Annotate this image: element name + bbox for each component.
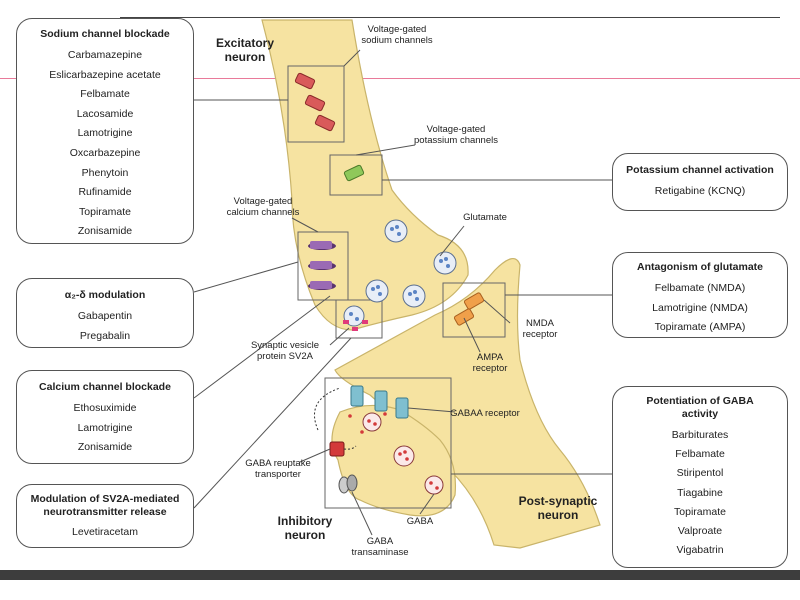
glutamate-label: Glutamate [463,212,507,223]
top-divider [120,17,780,18]
potassium-channel-icon [343,164,365,182]
gaba-box-title: Potentiation of GABA activity [646,395,754,420]
drug-item: Lamotrigine [77,127,133,140]
glutamate-box-outline [442,282,506,338]
drug-item: Gabapentin [77,310,133,322]
glutamate-box-title: Antagonism of glutamate [636,261,763,273]
calcium-channel-box: Calcium channel blockade Ethosuximide La… [16,370,194,464]
drug-item: Levetiracetam [72,526,138,538]
drug-item: Pregabalin [79,329,131,342]
vg-calcium-label: Voltage-gated calcium channels [226,196,300,218]
drug-item: Felbamate [675,448,725,461]
pink-accent-line [0,78,800,79]
drug-item: Lamotrigine (NMDA) [652,301,748,314]
sv2a-label: Synaptic vesicle protein SV2A [250,340,320,362]
transaminase-label: GABA transaminase [351,536,409,558]
drug-item: Topiramate (AMPA) [654,321,746,334]
drug-item: Lacosamide [76,107,134,120]
drug-item: Ethosuximide [73,402,137,414]
sodium-box-title: Sodium channel blockade [40,28,170,40]
gaba-potentiation-box: Potentiation of GABA activity Barbiturat… [612,386,788,568]
potassium-box-title: Potassium channel activation [626,164,774,176]
drug-item: Eslicarbazepine acetate [49,68,161,81]
glutamate-antagonism-box: Antagonism of glutamate Felbamate (NMDA)… [612,252,788,338]
gaba-flow-arrow [314,387,341,431]
gaba-a-label: GABAA receptor [450,408,520,419]
gaba-a-receptors-icon [350,385,409,419]
sv2a-box-title: Modulation of SV2A-mediated neurotransmi… [30,493,180,518]
bottom-bar [0,570,800,580]
postsynaptic-neuron-body [334,258,601,549]
drug-item: Zonisamide [77,441,133,454]
glutamate-vesicles [343,219,457,327]
transporter-arrow [343,445,357,450]
drug-item: Stiripentol [676,467,724,480]
calcium-box-outline [297,231,349,301]
gaba-transporter-icon [329,441,345,457]
drug-item: Vigabatrin [676,544,724,557]
drug-item: Felbamate (NMDA) [654,282,746,294]
potassium-activation-box: Potassium channel activation Retigabine … [612,153,788,211]
drug-item: Carbamazepine [67,49,143,61]
drug-item: Valproate [677,525,723,538]
vg-sodium-label: Voltage-gated sodium channels [361,24,433,46]
inhibitory-neuron-label: Inhibitory neuron [277,514,333,542]
gaba-box-outline [324,377,452,509]
gaba-transaminase-icon [338,474,358,494]
reuptake-label: GABA reuptake transporter [245,458,311,480]
drug-item: Topiramate [674,505,726,518]
glutamate-receptors-icon [453,292,485,326]
sv2a-box-outline [335,299,383,339]
drug-item: Felbamate [80,88,130,101]
sodium-channel-box: Sodium channel blockade Carbamazepine Es… [16,18,194,244]
sodium-channels-icon [294,72,336,132]
drug-item: Oxcarbazepine [69,146,141,159]
drug-item: Barbiturates [671,429,729,441]
sodium-box-outline [287,65,345,143]
sv2a-modulation-box: Modulation of SV2A-mediated neurotransmi… [16,484,194,548]
drug-item: Phenytoin [81,166,129,179]
sv2a-protein-icon [343,320,368,331]
calcium-box-title: Calcium channel blockade [39,381,171,393]
a2d-box-title: α₂-δ modulation [64,289,146,301]
drug-item: Rufinamide [78,186,132,199]
drug-item: Retigabine (KCNQ) [654,185,746,197]
calcium-channels-icon [308,241,336,290]
excitatory-neuron-label: Excitatory neuron [215,36,275,64]
vg-potassium-label: Voltage-gated potassium channels [414,124,498,146]
drug-item: Tiagabine [677,486,723,499]
drug-item: Lamotrigine [77,421,133,434]
gaba-label: GABA [406,516,434,527]
connector-lines [193,49,612,536]
nmda-label: NMDA receptor [522,318,558,340]
drug-item: Topiramate [79,205,131,218]
glutamate-dots [349,225,450,321]
ampa-label: AMPA receptor [472,352,508,374]
gaba-dots [348,412,439,490]
postsynaptic-neuron-label: Post-synaptic neuron [518,494,598,522]
a2d-modulation-box: α₂-δ modulation Gabapentin Pregabalin [16,278,194,348]
drug-item: Zonisamide [77,225,133,238]
gaba-vesicles [362,412,444,495]
